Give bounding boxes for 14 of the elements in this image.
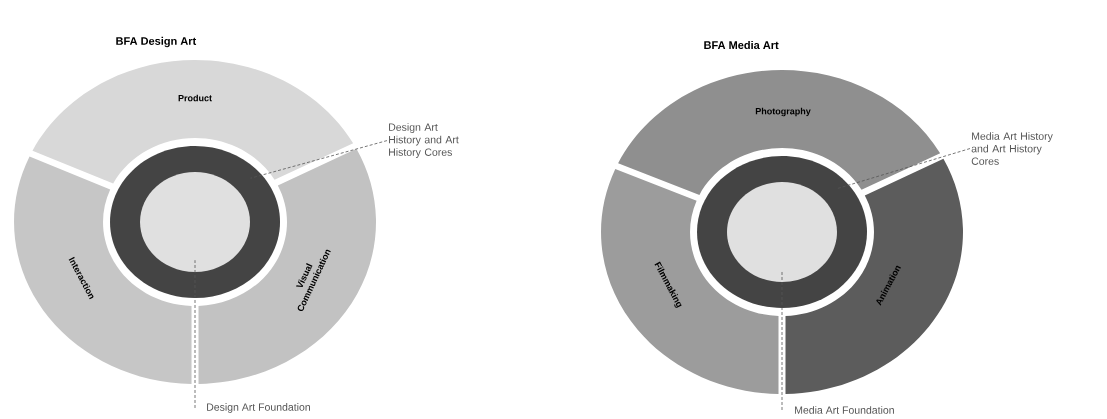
leader-line bbox=[781, 269, 783, 411]
callout-label: Media Art Foundation bbox=[795, 406, 894, 414]
inner-circle bbox=[140, 172, 250, 272]
ring-segment: Product bbox=[32, 60, 354, 184]
ring-segment: Photography bbox=[618, 70, 941, 195]
leader-line bbox=[250, 140, 388, 179]
leader-line bbox=[194, 259, 196, 409]
inner-circle bbox=[727, 182, 837, 282]
heading: BFA Media Art bbox=[704, 40, 779, 50]
callout-label: Media Art History and Art History Cores bbox=[971, 132, 1053, 165]
callout-label: Design Art Foundation bbox=[207, 403, 310, 413]
leader-line bbox=[837, 148, 971, 189]
heading: BFA Design Art bbox=[116, 36, 197, 48]
callout-label: Design Art History and Art History Cores bbox=[389, 123, 459, 158]
